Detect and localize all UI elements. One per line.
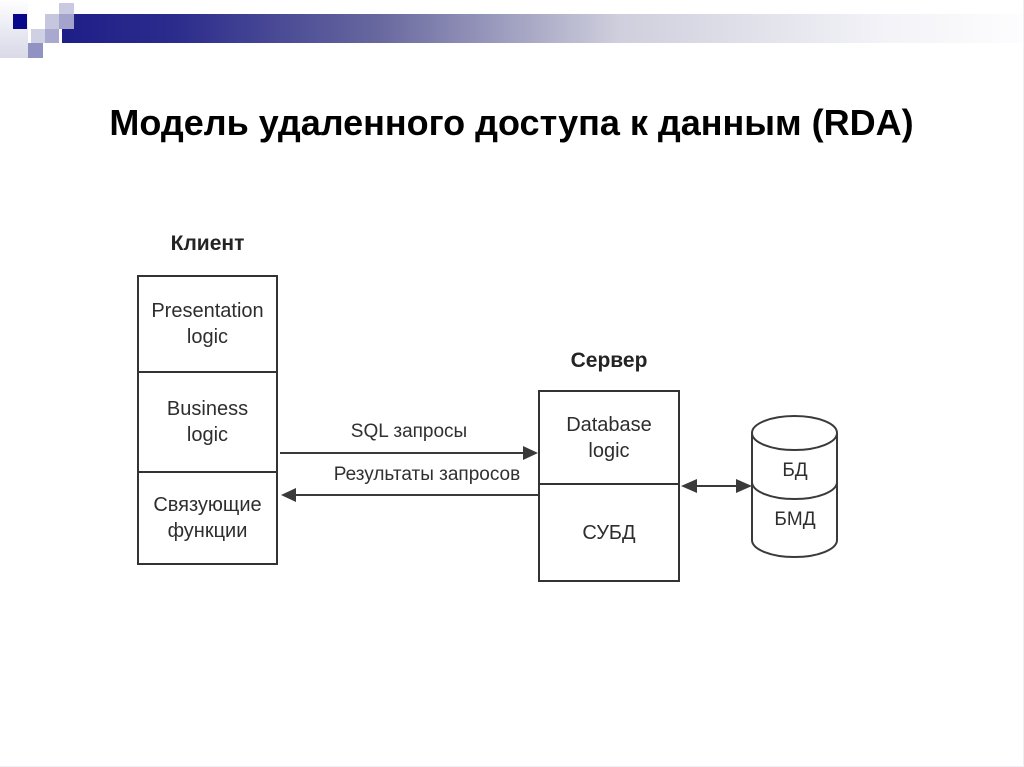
section-line: СУБД [582, 521, 636, 544]
deco-gradient-bar [62, 14, 1023, 43]
deco-square-light-a [45, 14, 59, 29]
server-label: Сервер [570, 349, 648, 372]
server-section-dbms: СУБД [540, 485, 678, 580]
section-line: Presentation [151, 300, 264, 322]
deco-square-medium-b [45, 29, 59, 43]
database-bottom-label: БМД [774, 509, 816, 530]
section-line: функции [167, 520, 248, 542]
section-line: logic [186, 424, 229, 446]
deco-square-navy [13, 14, 27, 29]
client-section-business-logic: Business logic [139, 373, 276, 473]
section-line: Business [166, 398, 249, 420]
deco-square-light-b [31, 29, 45, 43]
server-section-database-logic: Database logic [540, 392, 678, 485]
deco-square-medium-c [28, 43, 43, 58]
client-section-binding-functions: Связующие функции [139, 473, 276, 563]
response-arrow [281, 488, 538, 502]
database-cylinder-shape [751, 415, 838, 558]
client-box: Presentation logic Business logic Связую… [137, 275, 278, 565]
client-section-presentation-logic: Presentation logic [139, 277, 276, 373]
deco-square-light-top [59, 3, 74, 15]
database-top-label: БД [782, 460, 808, 481]
server-database-double-arrow [681, 479, 752, 493]
section-line: logic [588, 439, 630, 462]
client-label: Клиент [170, 232, 245, 255]
page-title: Модель удаленного доступа к данным (RDA) [109, 102, 914, 143]
section-line: Database [566, 413, 652, 436]
request-arrow-label: SQL запросы [350, 421, 468, 442]
request-arrow [280, 446, 538, 460]
deco-square-medium-a [59, 14, 74, 29]
section-line: logic [186, 326, 229, 348]
server-box: Database logic СУБД [538, 390, 680, 582]
response-arrow-label: Результаты запросов [333, 464, 521, 485]
section-line: Связующие [153, 494, 262, 516]
deco-left-strip [0, 0, 28, 58]
